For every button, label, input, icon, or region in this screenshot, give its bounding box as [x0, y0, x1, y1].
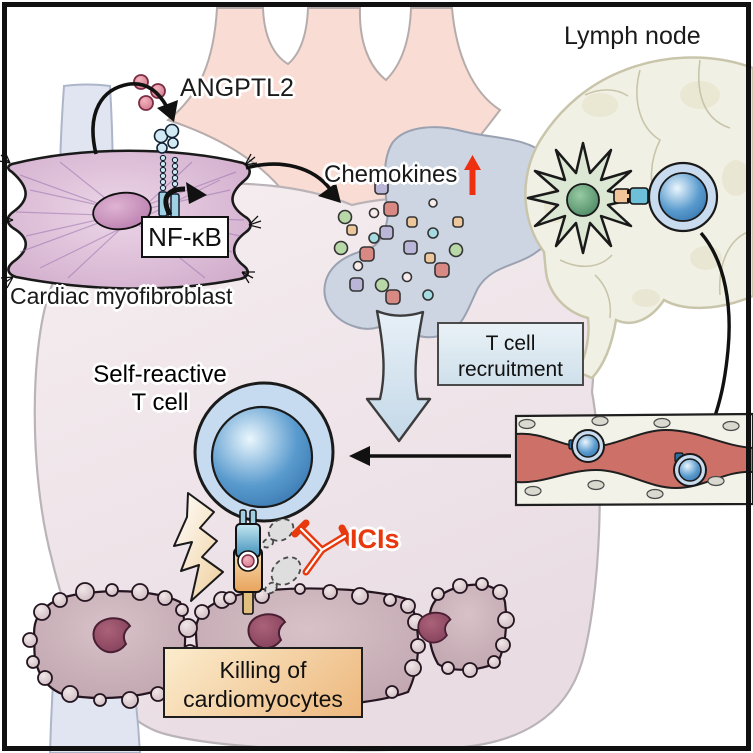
endothelial-nuclei — [518, 415, 740, 500]
self-reactive-line2: T cell — [131, 388, 189, 416]
dendritic-cell — [526, 141, 640, 255]
nfkb-box: NF-κB — [141, 216, 229, 258]
t-cell-recruitment-box: T cell recruitment — [437, 322, 584, 386]
lymph-node-capsule — [524, 56, 753, 380]
circulating-t-cell — [568, 429, 605, 463]
recruitment-flow-arrow — [365, 309, 432, 443]
cardiac-myofibroblast-label: Cardiac myofibroblast — [10, 283, 233, 309]
membrane-blebs — [22, 577, 515, 715]
chemokines-label-group: Chemokines — [324, 155, 482, 195]
vessel-to-heart-arrow — [349, 446, 511, 466]
killing-line1: Killing of — [219, 657, 307, 683]
cytotoxicity-lightning-icon — [173, 492, 224, 602]
angptl2-label: ANGPTL2 — [180, 74, 294, 102]
nfkb-label: NF-κB — [148, 222, 222, 252]
ici-antibody-icon — [291, 519, 354, 576]
self-reactive-line1: Self-reactive — [93, 361, 227, 388]
self-reactive-t-cell — [193, 381, 335, 523]
t-cell-recruitment-line2: recruitment — [457, 358, 564, 382]
t-cell-in-node — [647, 161, 719, 233]
chemokine-particles — [333, 180, 464, 305]
priming-synapse-icon — [613, 187, 649, 205]
tcr-mhc-complex-icon — [233, 509, 263, 615]
circulating-t-cell — [673, 452, 707, 487]
killing-line2: cardiomyocytes — [183, 685, 343, 712]
chemokine-increase-arrow-icon — [464, 155, 482, 195]
chemokines-label: Chemokines — [324, 161, 458, 188]
angptl2-ligands — [133, 74, 166, 111]
dendritic-cell-nucleus — [566, 183, 600, 217]
lymph-node-follicles — [544, 81, 750, 307]
self-reactive-t-cell-label: Self-reactive T cell — [80, 361, 240, 416]
t-cell-recruitment-line1: T cell — [485, 332, 536, 355]
cardiomyocyte-nucleus — [92, 611, 452, 654]
chemokine-secretion-arrow — [245, 162, 341, 203]
lymph-node-label: Lymph node — [564, 22, 701, 50]
ligand-to-receptor-arrow — [91, 82, 178, 155]
icis-label: ICIs — [350, 524, 400, 554]
blood-vessel — [514, 412, 753, 507]
nfkb-activation-arrow — [163, 182, 207, 217]
lymph-node — [524, 56, 753, 380]
myofibroblast-nucleus — [92, 191, 152, 231]
blocked-checkpoint-blobs — [261, 518, 302, 595]
killing-of-cardiomyocytes-box: Killing of cardiomyocytes — [163, 647, 363, 718]
